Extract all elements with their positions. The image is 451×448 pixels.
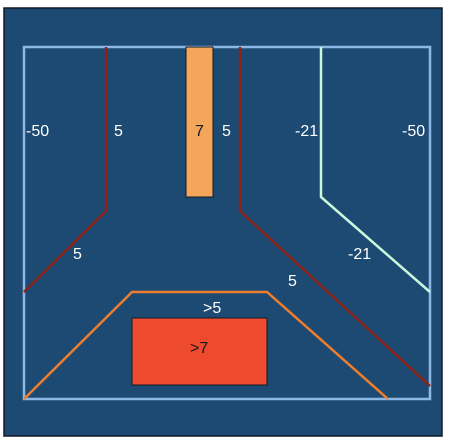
orange-trapezoid-label: >5 <box>203 300 221 317</box>
right-contour-line <box>238 47 431 387</box>
orange-trapezoid-line <box>23 290 389 400</box>
block-value-label: 7 <box>195 123 204 140</box>
right-edge-label: -50 <box>402 123 425 140</box>
right-of-block-label: 5 <box>222 123 231 140</box>
left-edge-label: -50 <box>26 123 49 140</box>
red-block-label: >7 <box>190 340 208 357</box>
left-diagonal-label: 5 <box>73 246 82 263</box>
mint-diagonal-label: -21 <box>348 246 371 263</box>
orange-block <box>185 46 214 198</box>
red-block <box>131 317 268 386</box>
left-line-label: 5 <box>114 123 123 140</box>
outer-border <box>22 45 432 401</box>
mint-contour-line <box>319 47 431 293</box>
right-diagonal-label: 5 <box>288 273 297 290</box>
left-contour-line <box>23 47 108 293</box>
mint-line-label: -21 <box>295 123 318 140</box>
